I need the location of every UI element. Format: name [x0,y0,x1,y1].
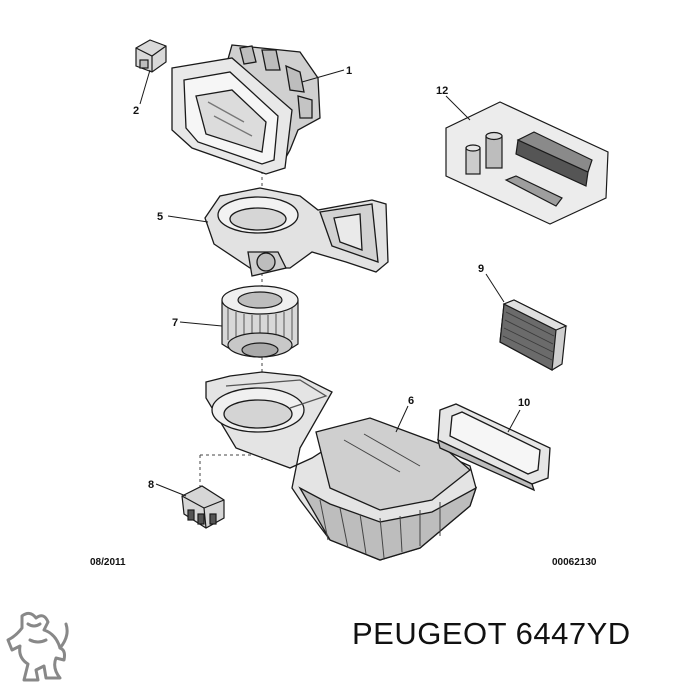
leader-lines [139,69,521,497]
reference-code: 00062130 [552,557,597,568]
part-7-blower-motor [221,285,299,358]
callout-7: 7 [172,317,178,329]
callout-2: 2 [133,105,139,117]
callout-5: 5 [157,211,163,223]
part-6-lower-housing [205,371,478,561]
callout-1: 1 [346,65,352,77]
part-10-filter-cover [437,403,551,492]
peugeot-lion-icon [6,611,69,682]
part-2-connector [135,39,167,73]
date-code: 08/2011 [90,557,126,568]
part-12-filter-kit [445,101,609,225]
part-1-intake-housing [171,44,321,175]
part-9-cabin-filter [499,299,568,371]
callout-8: 8 [148,479,154,491]
part-8-resistor [181,485,225,529]
callout-6: 6 [408,395,414,407]
callout-9: 9 [478,263,484,275]
part-5-blower-upper-housing [204,187,389,277]
callout-labels: 1 2 5 6 7 8 9 10 12 [133,65,530,491]
callout-10: 10 [518,397,530,409]
part-number-caption: PEUGEOT 6447YD [352,616,631,651]
callout-12: 12 [436,85,448,97]
